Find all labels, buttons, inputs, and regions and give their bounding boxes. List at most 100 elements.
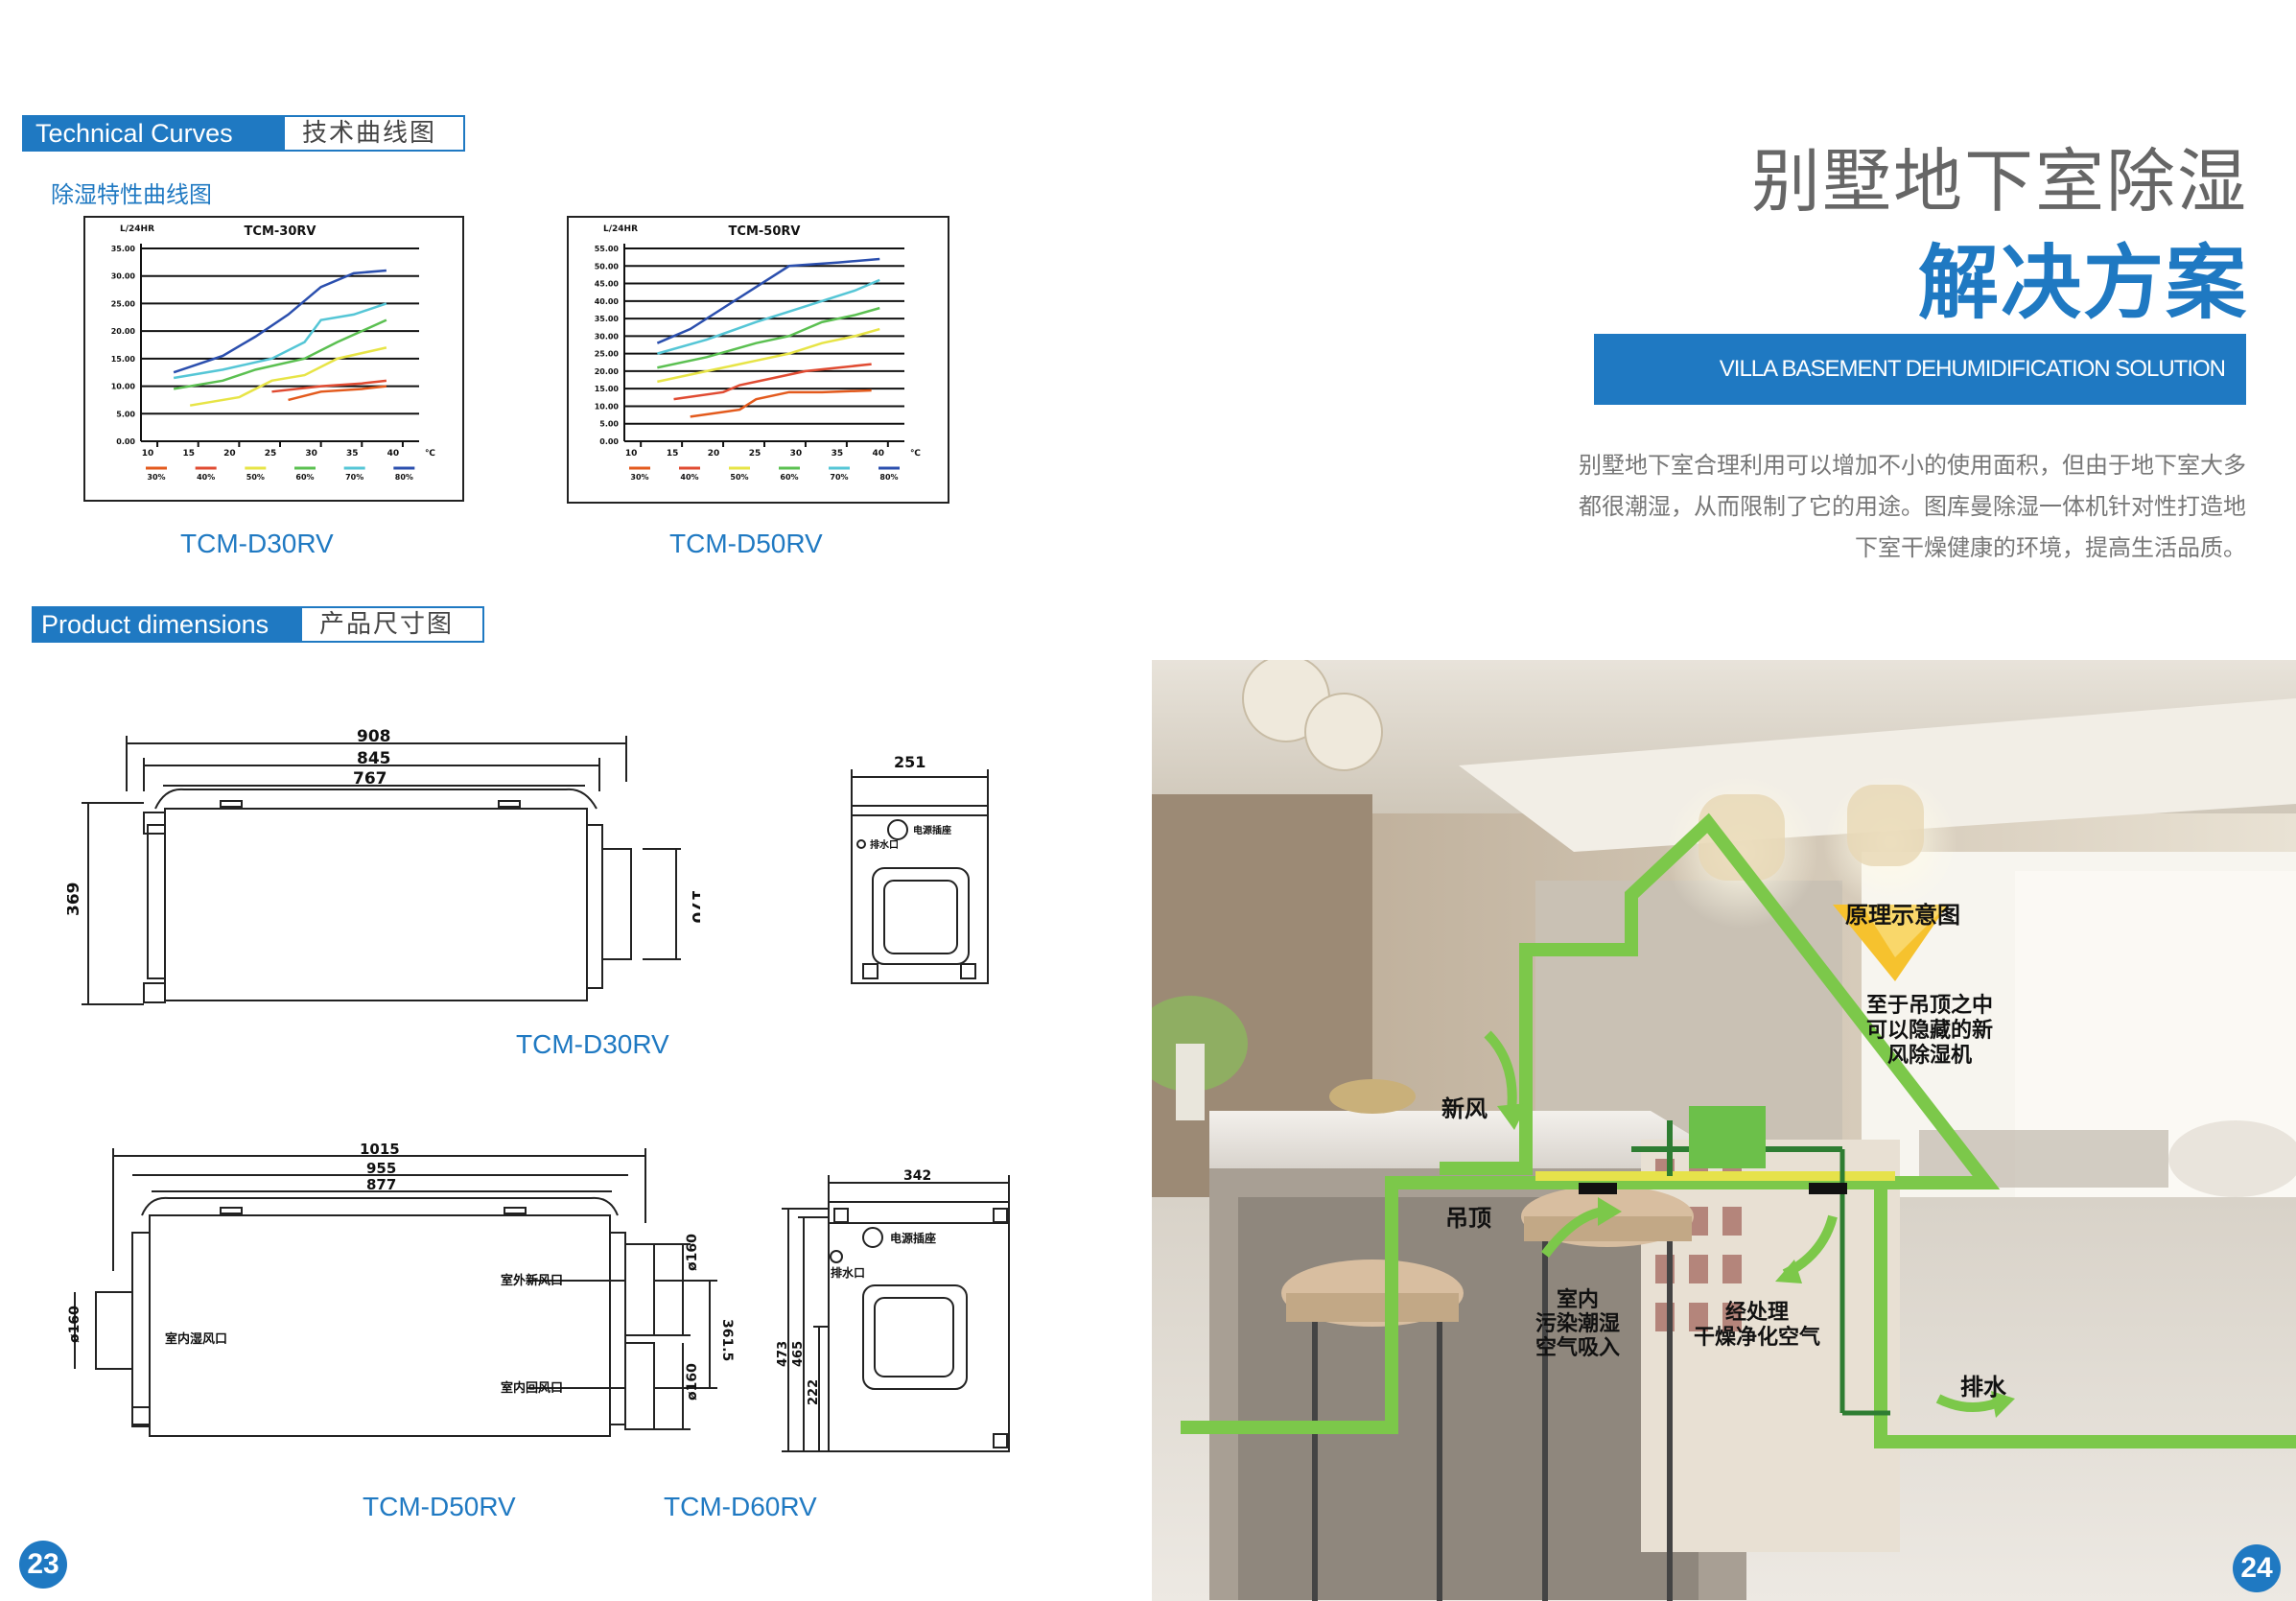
dim-908: 908 <box>357 727 391 746</box>
chart-tcm30-svg: TCM-30RVL/24HR0.005.0010.0015.0020.0025.… <box>111 224 435 482</box>
drawing-d50-side: 342 473 465 222 电源插座 排水口 <box>776 1168 1010 1452</box>
page-number-23: 23 <box>19 1541 67 1589</box>
dim-473: 473 <box>776 1341 790 1367</box>
y-tick-label: 10.00 <box>111 383 136 391</box>
series-line-50pct <box>657 327 880 384</box>
diagram-ceiling: 吊顶 <box>1445 1205 1491 1232</box>
series-line-30pct <box>690 388 872 418</box>
right-title-line1: 别墅地下室除湿 <box>1750 141 2248 222</box>
y-tick-label: 5.00 <box>116 410 135 418</box>
dim-251: 251 <box>894 753 925 771</box>
chart-ylabel: L/24HR <box>603 224 638 234</box>
y-tick-label: 25.00 <box>111 299 136 308</box>
dim-right-160a: ø160 <box>685 1234 700 1271</box>
legend-label: 40% <box>197 473 215 482</box>
legend-label: 80% <box>879 473 898 482</box>
dim-342: 342 <box>903 1168 931 1184</box>
x-tick-label: 40 <box>873 449 885 459</box>
y-tick-label: 45.00 <box>595 280 620 289</box>
paragraph-line-2: 都很潮湿，从而限制了它的用途。图库曼除湿一体机针对性打造地 <box>1579 493 2246 520</box>
legend-label: 30% <box>630 473 648 482</box>
product-dims-cn: 产品尺寸图 <box>319 610 455 639</box>
x-tick-label: 10 <box>142 449 154 459</box>
tech-curves-cn: 技术曲线图 <box>302 119 437 148</box>
legend-label: 60% <box>780 473 798 482</box>
label-outdoor-air: 室外新风口 <box>501 1273 563 1288</box>
legend-label: 50% <box>246 473 265 482</box>
chart-caption-d30: TCM-D30RV <box>180 529 334 558</box>
dim-170: 170 <box>688 889 700 924</box>
legend-label: 40% <box>680 473 698 482</box>
dim-left-160: ø160 <box>67 1306 82 1343</box>
x-tick-label: 35 <box>832 449 844 459</box>
processed-line-1: 经处理 <box>1725 1301 1790 1325</box>
right-title-line2: 解决方案 <box>1917 236 2248 330</box>
y-tick-label: 0.00 <box>116 437 135 446</box>
label-drain-2: 排水口 <box>831 1265 865 1280</box>
diagram-drain: 排水 <box>1960 1374 2006 1401</box>
drawing2-caption-d60: TCM-D60RV <box>664 1492 817 1521</box>
dim-877: 877 <box>366 1176 396 1193</box>
legend-label: 60% <box>295 473 314 482</box>
dim-222: 222 <box>807 1379 821 1405</box>
chart-title: TCM-30RV <box>245 224 316 239</box>
label-drain: 排水口 <box>870 838 899 851</box>
page-number-24: 24 <box>2233 1544 2281 1592</box>
dim-361: 361.5 <box>719 1319 735 1361</box>
chart-xlabel: ℃ <box>910 449 921 459</box>
right-banner: VILLA BASEMENT DEHUMIDIFICATION SOLUTION <box>1594 334 2246 405</box>
drawing-d50-front: 1015 955 877 ø160 ø160 361.5 ø160 室内湿风口 … <box>67 1141 735 1437</box>
series-line-40pct <box>271 379 387 393</box>
series-line-80pct <box>173 269 387 374</box>
intake-line-1: 室内 <box>1557 1288 1600 1312</box>
y-tick-label: 40.00 <box>595 297 620 306</box>
series-line-70pct <box>173 302 387 380</box>
y-tick-label: 20.00 <box>111 327 136 336</box>
x-tick-label: 20 <box>708 449 720 459</box>
series-line-50pct <box>189 346 387 407</box>
diagram-indoor-intake: 室内 污染潮湿 空气吸入 <box>1535 1288 1620 1360</box>
y-tick-label: 35.00 <box>595 315 620 323</box>
tech-curves-en: Technical Curves <box>24 117 285 150</box>
label-power: 电源插座 <box>913 824 951 836</box>
x-tick-label: 30 <box>305 449 317 459</box>
x-tick-label: 35 <box>346 449 359 459</box>
y-tick-label: 30.00 <box>595 332 620 341</box>
y-tick-label: 30.00 <box>111 272 136 281</box>
chart-tcm50-svg: TCM-50RVL/24HR0.005.0010.0015.0020.0025.… <box>595 224 921 482</box>
dim-right-160b: ø160 <box>685 1363 700 1401</box>
x-tick-label: 25 <box>749 449 761 459</box>
y-tick-label: 50.00 <box>595 262 620 271</box>
chart-xlabel: ℃ <box>425 449 435 459</box>
y-tick-label: 55.00 <box>595 245 620 253</box>
paragraph-line-1: 别墅地下室合理利用可以增加不小的使用面积，但由于地下室大多 <box>1579 452 2246 479</box>
diagram-fresh-air: 新风 <box>1441 1095 1488 1122</box>
product-dims-en: Product dimensions <box>34 608 302 641</box>
legend-label: 70% <box>830 473 848 482</box>
y-tick-label: 25.00 <box>595 350 620 359</box>
chart-title: TCM-50RV <box>729 224 801 239</box>
note-line-3: 风除湿机 <box>1887 1044 1973 1068</box>
dim-1015: 1015 <box>360 1141 400 1158</box>
drawing1-caption: TCM-D30RV <box>516 1029 669 1059</box>
legend-label: 70% <box>345 473 363 482</box>
y-tick-label: 15.00 <box>111 355 136 364</box>
chart-caption-d50: TCM-D50RV <box>669 529 823 558</box>
intake-line-3: 空气吸入 <box>1535 1336 1621 1360</box>
y-tick-label: 20.00 <box>595 367 620 376</box>
x-tick-label: 25 <box>265 449 277 459</box>
legend-label: 30% <box>147 473 165 482</box>
label-indoor-air: 室内回风口 <box>501 1380 563 1396</box>
processed-line-2: 干燥净化空气 <box>1694 1326 1821 1350</box>
y-tick-label: 0.00 <box>599 437 619 446</box>
right-paragraph: 别墅地下室合理利用可以增加不小的使用面积，但由于地下室大多 都很潮湿，从而限制了… <box>1536 445 2246 569</box>
label-return-air: 室内湿风口 <box>165 1331 227 1347</box>
series-line-60pct <box>657 306 880 369</box>
right-banner-text: VILLA BASEMENT DEHUMIDIFICATION SOLUTION <box>1719 356 2226 382</box>
dim-767: 767 <box>353 769 387 789</box>
series-line-30pct <box>288 385 387 402</box>
villa-interior-diagram: 原理示意图 至于吊顶之中 可以隐藏的新 风除湿机 新风 吊顶 室内 污染潮湿 空… <box>1152 660 2296 1601</box>
x-tick-label: 10 <box>625 449 638 459</box>
